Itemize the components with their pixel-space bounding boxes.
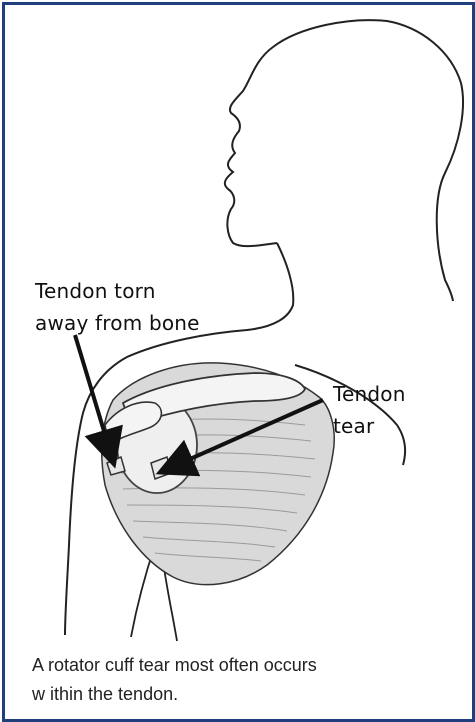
head-outline (225, 20, 463, 301)
arrow-to-tendon-detachment (75, 335, 113, 461)
label-tendon-tear: Tendon tear (333, 378, 406, 442)
label-tendon-torn: Tendon torn away from bone (35, 275, 200, 339)
figure-caption: A rotator cuff tear most often occurs w … (32, 651, 452, 709)
